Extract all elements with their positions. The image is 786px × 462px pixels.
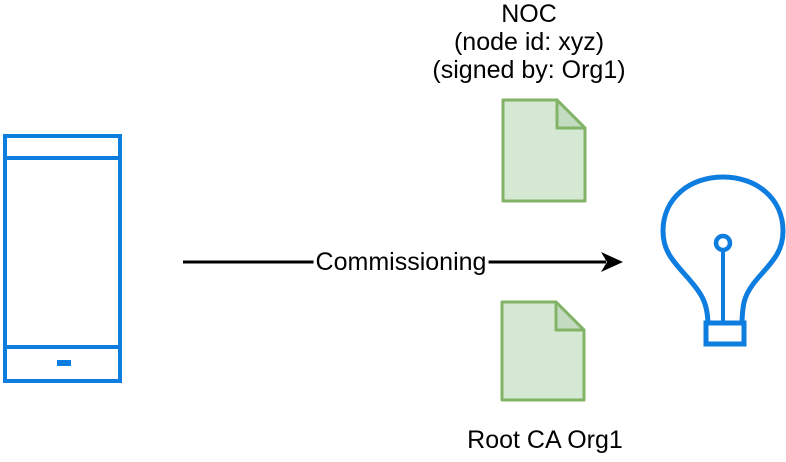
bulb-globe [660,174,786,327]
phone-home-button [57,360,71,366]
phone-body [3,134,122,383]
root-ca-certificate-icon [500,300,586,402]
noc-label-line1: NOC [501,0,557,28]
document-fold [554,300,586,332]
arrow-head [601,252,623,272]
document-fold [555,98,587,130]
noc-label: NOC (node id: xyz) (signed by: Org1) [432,0,625,84]
bulb-base [703,320,747,347]
lightbulb-icon [660,174,786,347]
bulb-filament-tip [713,233,733,253]
arrow-label: Commissioning [313,248,489,276]
noc-label-line3: (signed by: Org1) [432,56,626,84]
root-ca-label: Root CA Org1 [467,426,623,454]
noc-certificate-icon [501,98,587,203]
noc-label-line2: (node id: xyz) [453,28,605,56]
smartphone-icon [3,134,122,383]
